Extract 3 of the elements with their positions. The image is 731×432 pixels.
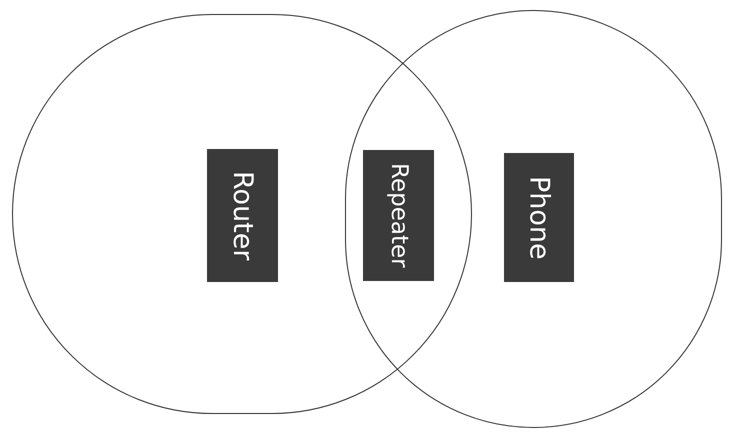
device-label: Router bbox=[207, 149, 278, 282]
device-label: Phone bbox=[504, 153, 574, 282]
device-label: Repeater bbox=[363, 150, 434, 281]
